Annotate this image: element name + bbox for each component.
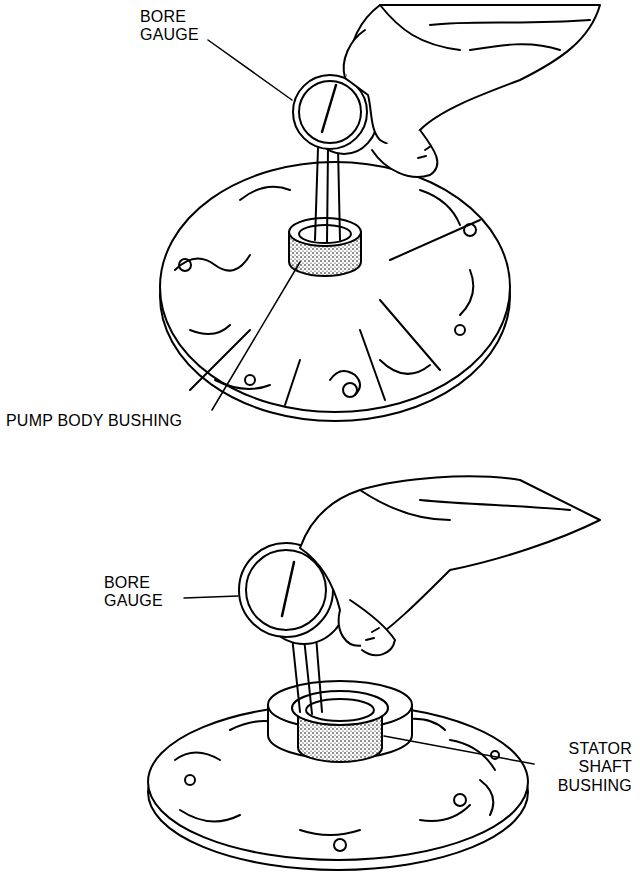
pump-body-plate bbox=[160, 162, 510, 421]
hand bbox=[344, 5, 600, 177]
part-label: BORE GAUGE bbox=[104, 574, 186, 611]
leader-line bbox=[208, 40, 292, 100]
pump-body-bushing bbox=[289, 218, 361, 276]
gauge-stems bbox=[292, 636, 322, 714]
hand bbox=[300, 476, 600, 655]
stator-plate bbox=[148, 704, 528, 870]
leader-lines bbox=[184, 40, 534, 764]
gauge-stems bbox=[315, 148, 340, 242]
stator-shaft-bushing bbox=[268, 681, 412, 762]
leader-line bbox=[184, 596, 238, 598]
part-label: STATOR SHAFT BUSHING bbox=[540, 740, 632, 795]
leader-line bbox=[212, 262, 300, 410]
part-label: BORE GAUGE bbox=[140, 8, 212, 45]
part-label: PUMP BODY BUSHING bbox=[6, 412, 182, 430]
leader-line bbox=[384, 736, 534, 764]
